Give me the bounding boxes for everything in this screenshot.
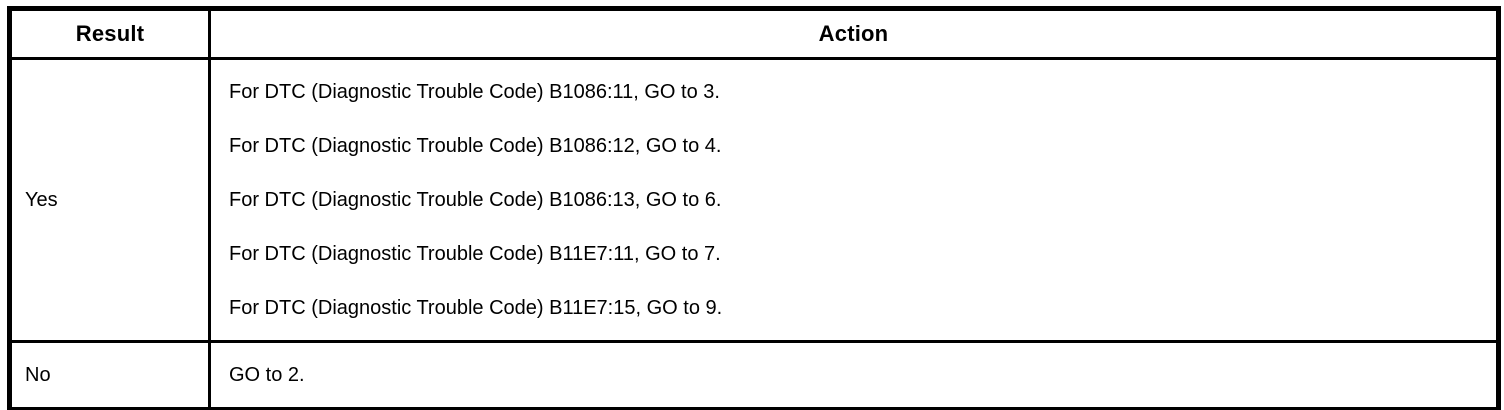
- action-line: For DTC (Diagnostic Trouble Code) B11E7:…: [229, 243, 721, 265]
- table-row-yes: Yes For DTC (Diagnostic Trouble Code) B1…: [8, 57, 1500, 343]
- header-row: Result Action: [8, 7, 1500, 60]
- action-line: For DTC (Diagnostic Trouble Code) B11E7:…: [229, 297, 723, 319]
- table-row-no: No GO to 2.: [8, 340, 1500, 410]
- action-line: GO to 2.: [229, 364, 305, 386]
- column-header-result: Result: [8, 7, 211, 60]
- action-line: For DTC (Diagnostic Trouble Code) B1086:…: [229, 135, 722, 157]
- result-action-table: Result Action Yes For DTC (Diagnostic Tr…: [7, 6, 1501, 410]
- page: Result Action Yes For DTC (Diagnostic Tr…: [0, 6, 1504, 410]
- result-cell-no: No: [8, 340, 211, 410]
- result-cell-yes: Yes: [8, 57, 211, 343]
- action-line: For DTC (Diagnostic Trouble Code) B1086:…: [229, 81, 720, 103]
- action-cell-yes: For DTC (Diagnostic Trouble Code) B1086:…: [208, 57, 1500, 343]
- action-line: For DTC (Diagnostic Trouble Code) B1086:…: [229, 189, 722, 211]
- column-header-action: Action: [208, 7, 1500, 60]
- action-cell-no: GO to 2.: [208, 340, 1500, 410]
